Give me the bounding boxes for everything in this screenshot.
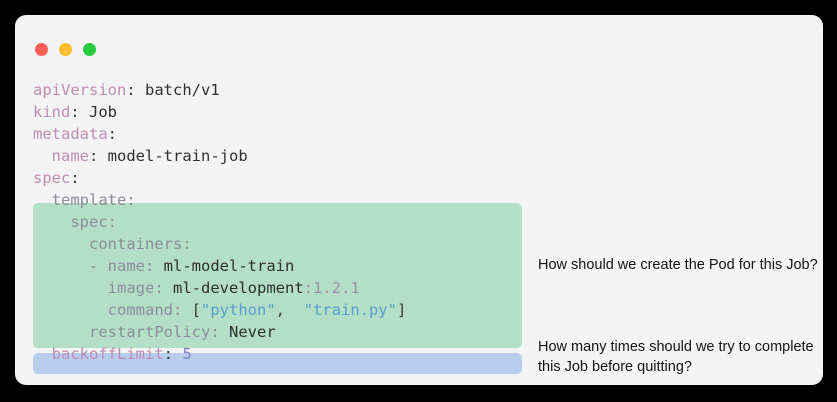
code-line-pod-spec: spec: [33, 211, 823, 233]
yaml-indent [33, 191, 52, 209]
yaml-value: ml-development [173, 279, 304, 297]
yaml-separator: : [182, 235, 192, 253]
yaml-indent [33, 345, 52, 363]
code-line-command: command: ["python", "train.py"] [33, 299, 823, 321]
code-line-name: name: model-train-job [33, 145, 823, 167]
yaml-indent [33, 323, 89, 341]
code-line-metadata: metadata: [33, 123, 823, 145]
yaml-key: kind [33, 103, 71, 121]
yaml-value: Job [89, 103, 117, 121]
yaml-value: ml-model-train [163, 257, 295, 275]
annotation-pod-template: How should we create the Pod for this Jo… [538, 257, 818, 273]
yaml-key: spec [33, 169, 71, 187]
annotation-backoff-limit: How many times should we try to complete… [538, 339, 814, 375]
yaml-key: restartPolicy [89, 323, 211, 341]
yaml-separator: : [154, 279, 173, 297]
yaml-separator: : [126, 191, 136, 209]
yaml-key: command [107, 301, 173, 319]
code-lines: apiVersion: batch/v1 kind: Job metadata:… [15, 79, 823, 365]
array-close-bracket: ] [396, 301, 407, 319]
yaml-value: Never [229, 323, 276, 341]
yaml-key: backoffLimit [51, 345, 164, 363]
code-line-containers: containers: [33, 233, 823, 255]
yaml-value: 5 [182, 345, 192, 363]
yaml-indent [33, 235, 89, 253]
yaml-list-dash: - [89, 257, 108, 275]
yaml-indent [33, 279, 108, 297]
yaml-code-block: apiVersion: batch/v1 kind: Job metadata:… [15, 79, 823, 374]
yaml-separator: : [172, 301, 192, 319]
code-line-restart-policy: restartPolicy: Never [33, 321, 823, 343]
yaml-key: image [107, 279, 155, 297]
yaml-indent [33, 147, 52, 165]
yaml-value: model-train-job [107, 147, 248, 165]
yaml-separator: : [163, 345, 183, 363]
image-tag: :1.2.1 [303, 279, 360, 297]
yaml-separator: : [126, 81, 145, 99]
code-line-image: image: ml-development:1.2.1 [33, 277, 823, 299]
code-line-template: template: [33, 189, 823, 211]
yaml-indent [33, 301, 108, 319]
code-window: apiVersion: batch/v1 kind: Job metadata:… [15, 15, 823, 385]
maximize-button[interactable] [83, 43, 96, 56]
code-line-kind: kind: Job [33, 101, 823, 123]
yaml-value: batch/v1 [145, 81, 220, 99]
array-open-bracket: [ [191, 301, 201, 319]
window-titlebar [15, 15, 823, 73]
yaml-indent [33, 257, 89, 275]
yaml-separator: : [107, 125, 117, 143]
yaml-key: apiVersion [33, 81, 127, 99]
minimize-button[interactable] [59, 43, 72, 56]
yaml-separator: : [70, 103, 89, 121]
yaml-indent [33, 213, 70, 231]
backoff-limit-highlight [33, 353, 522, 374]
code-line-apiversion: apiVersion: batch/v1 [33, 79, 823, 101]
yaml-key: containers [89, 235, 183, 253]
code-line-backoff-limit: backoffLimit: 5 [33, 343, 823, 365]
yaml-key: template [51, 191, 127, 209]
array-string-2: "train.py" [303, 301, 397, 319]
yaml-separator: : [210, 323, 229, 341]
yaml-separator: : [89, 147, 108, 165]
close-button[interactable] [35, 43, 48, 56]
pod-template-highlight [33, 203, 522, 348]
yaml-key: metadata [33, 125, 108, 143]
array-comma: , [275, 301, 304, 319]
yaml-key: name [107, 257, 145, 275]
yaml-separator: : [70, 169, 80, 187]
yaml-separator: : [145, 257, 164, 275]
array-string-1: "python" [201, 301, 276, 319]
code-line-spec: spec: [33, 167, 823, 189]
yaml-key: spec [70, 213, 108, 231]
yaml-key: name [51, 147, 89, 165]
code-line-container-name: - name: ml-model-train [33, 255, 823, 277]
yaml-separator: : [107, 213, 117, 231]
